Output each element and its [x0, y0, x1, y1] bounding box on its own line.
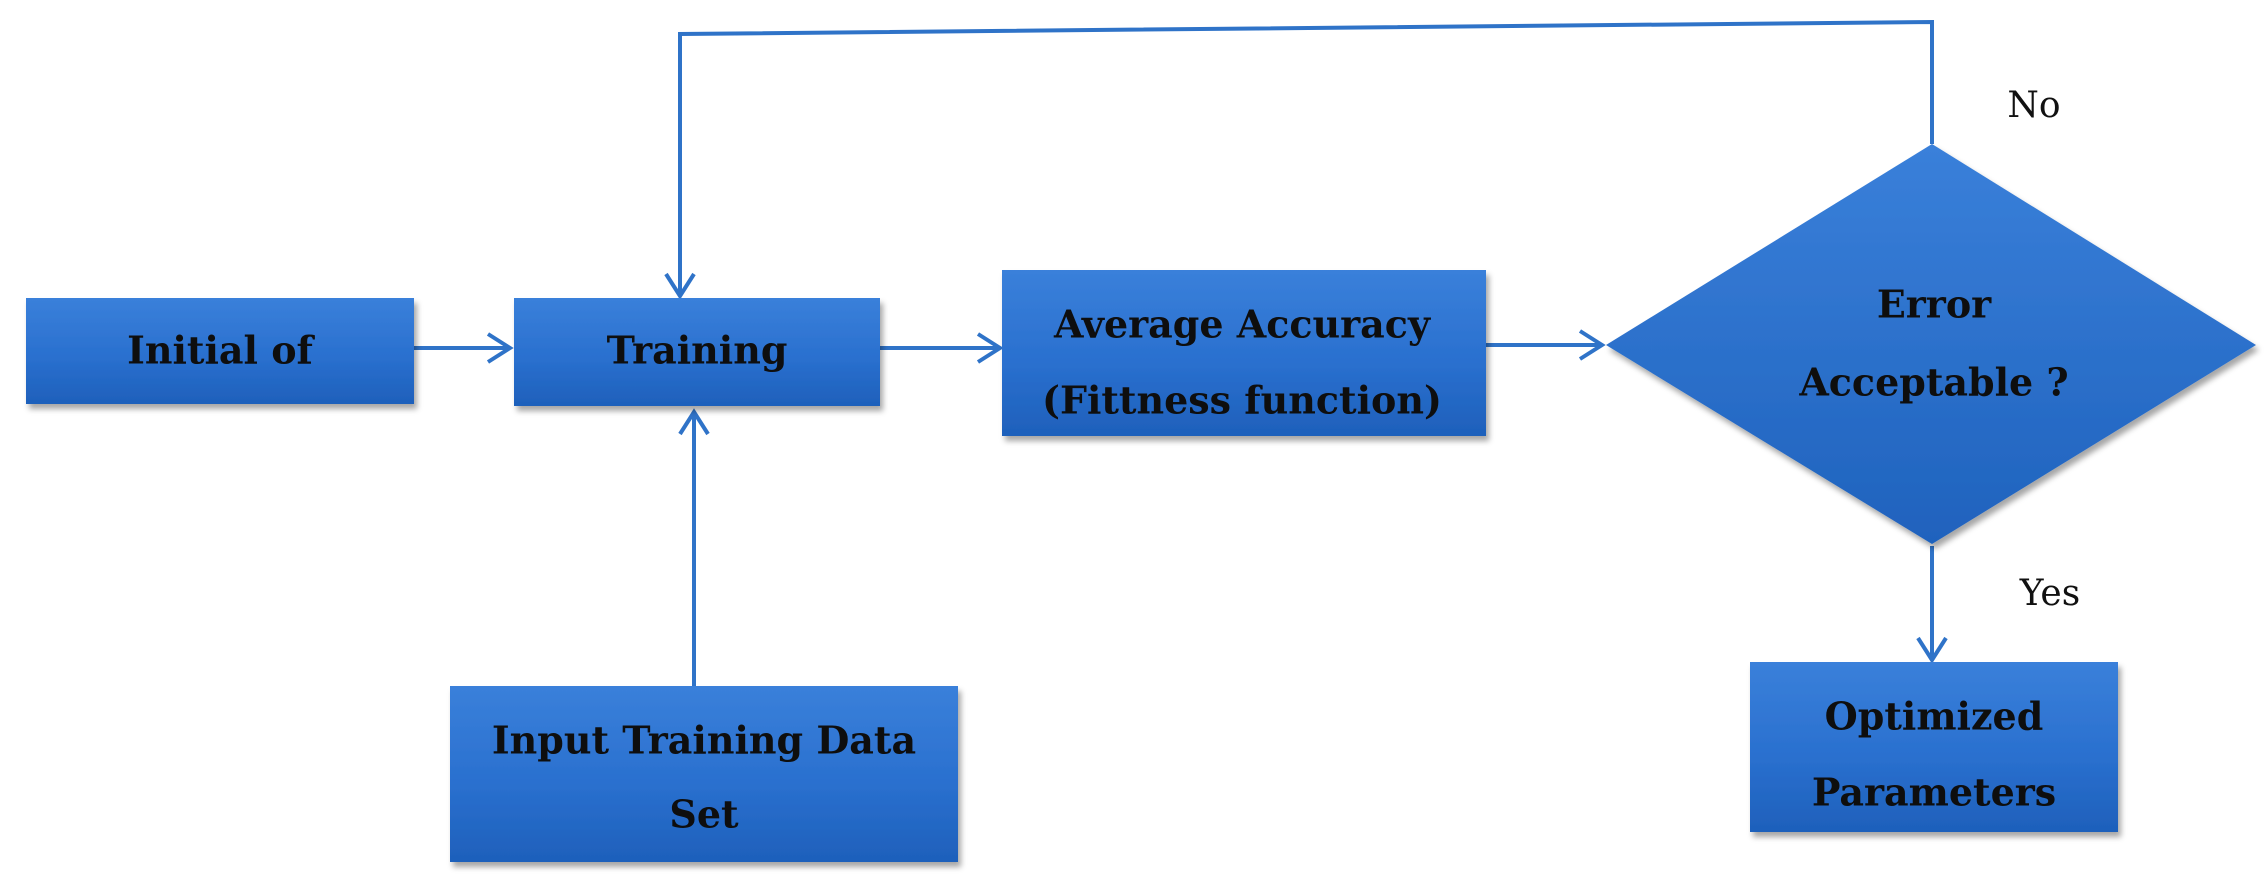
- node-average-line-1: Average Accuracy: [1053, 302, 1431, 347]
- node-optimized: Optimized Parameters: [1750, 662, 2118, 832]
- node-input-data-line-1: Input Training Data: [492, 718, 916, 763]
- arrow-initial-to-training: [414, 332, 514, 364]
- node-decision-line-2: Acceptable ?: [1798, 360, 2068, 405]
- node-initial: Initial of: [26, 298, 414, 404]
- node-decision-line-1: Error: [1877, 282, 1992, 327]
- arrow-input-to-training: [678, 408, 710, 686]
- edge-label-no: No: [2007, 85, 2060, 126]
- edge-label-yes: Yes: [2019, 573, 2080, 614]
- node-decision: Error Acceptable ?: [1606, 144, 2256, 544]
- arrow-decision-yes: [1916, 546, 1948, 664]
- node-average-line-2: (Fittness function): [1042, 378, 1442, 423]
- node-average-accuracy: Average Accuracy (Fittness function): [1002, 270, 1486, 436]
- connectors: [414, 19, 1948, 686]
- node-training: Training: [514, 298, 880, 406]
- arrow-decision-no-loop: [664, 19, 1934, 300]
- node-optimized-line-2: Parameters: [1812, 770, 2056, 815]
- arrow-average-to-decision: [1486, 329, 1606, 361]
- node-training-label: Training: [607, 328, 788, 373]
- arrow-training-to-average: [880, 332, 1004, 364]
- node-optimized-line-1: Optimized: [1825, 694, 2044, 739]
- node-initial-label: Initial of: [127, 328, 315, 373]
- node-input-data-line-2: Set: [669, 792, 739, 837]
- node-input-data: Input Training Data Set: [450, 686, 958, 862]
